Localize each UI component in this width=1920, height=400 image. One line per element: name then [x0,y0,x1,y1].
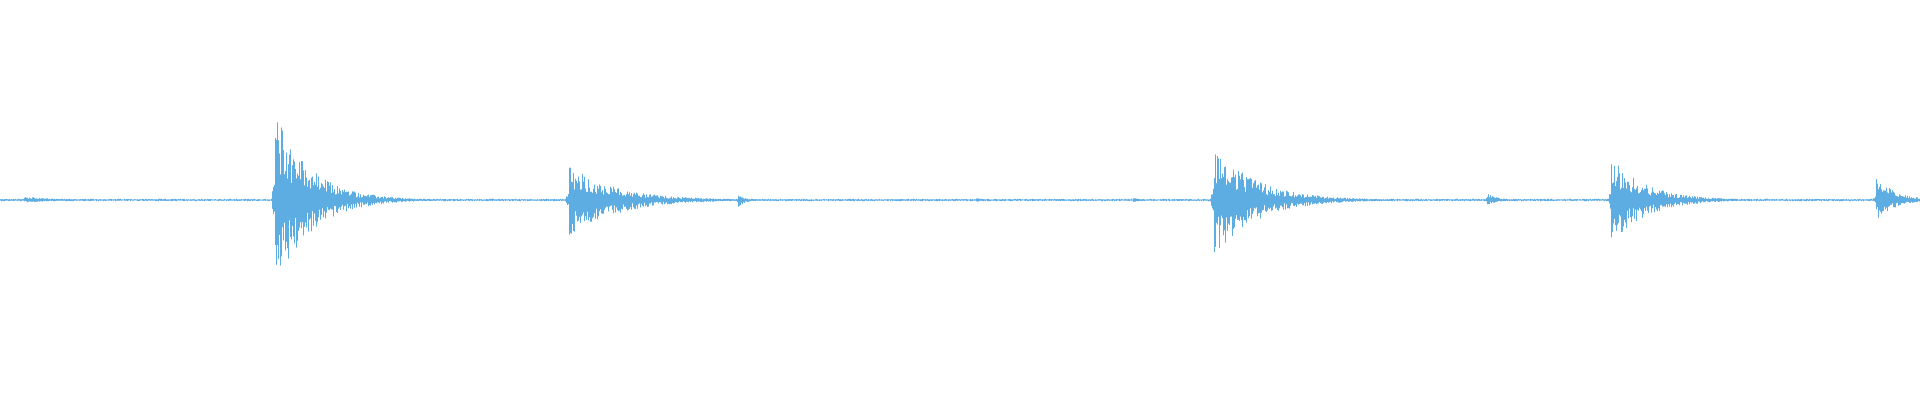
waveform-signal [0,122,1920,266]
